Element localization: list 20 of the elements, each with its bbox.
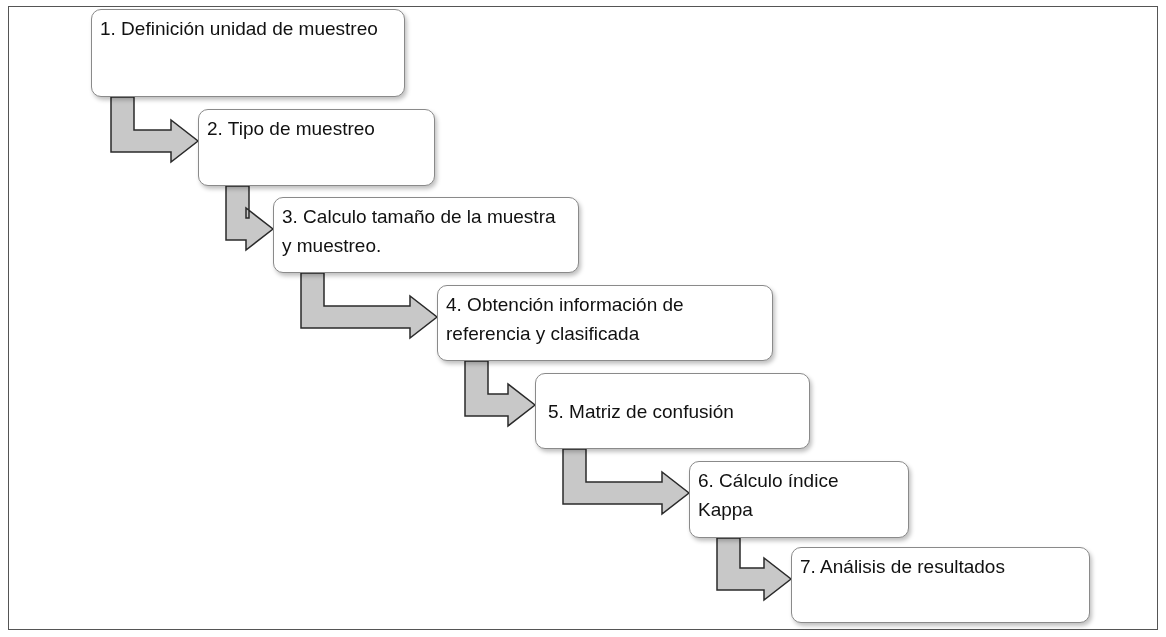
step-box bbox=[91, 9, 405, 97]
step-label: 6. Cálculo índice Kappa bbox=[698, 469, 840, 522]
step-box bbox=[791, 547, 1090, 623]
bent-arrow bbox=[464, 360, 537, 428]
step-label: 5. Matriz de confusión bbox=[548, 399, 734, 424]
step-label: 3. Calculo tamaño de la muestra y muestreo. bbox=[282, 205, 557, 258]
step-label: 7. Análisis de resultados bbox=[800, 555, 1005, 579]
step-box bbox=[198, 109, 435, 186]
step-label: 2. Tipo de muestreo bbox=[207, 117, 375, 141]
bent-arrow bbox=[225, 185, 275, 252]
step-box bbox=[273, 197, 579, 273]
step-box bbox=[437, 285, 773, 361]
step-box bbox=[689, 461, 909, 538]
step-label: 1. Definición unidad de muestreo bbox=[100, 17, 378, 41]
bent-arrow bbox=[562, 448, 691, 516]
bent-arrow bbox=[110, 96, 200, 164]
step-label: 4. Obtención información de referencia y clasificada bbox=[446, 293, 685, 346]
bent-arrow bbox=[300, 272, 439, 340]
step-box bbox=[535, 373, 810, 449]
bent-arrow bbox=[716, 537, 793, 602]
